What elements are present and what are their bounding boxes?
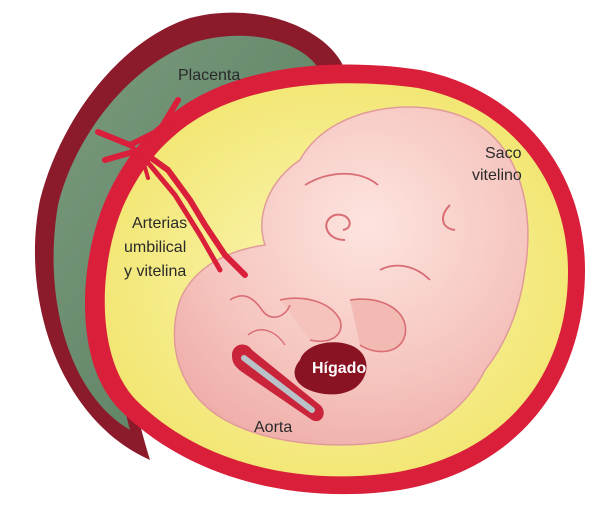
label-arterias-line3: y vitelina [124, 263, 186, 280]
label-arterias-line2: umbilical [124, 239, 186, 256]
label-placenta: Placenta [178, 67, 240, 84]
label-saco-line1: Saco [485, 145, 522, 162]
label-arterias-line1: Arterias [132, 215, 187, 232]
label-saco-line2: vitelino [472, 167, 522, 184]
label-higado: Hígado [312, 360, 366, 377]
label-aorta: Aorta [254, 419, 292, 436]
